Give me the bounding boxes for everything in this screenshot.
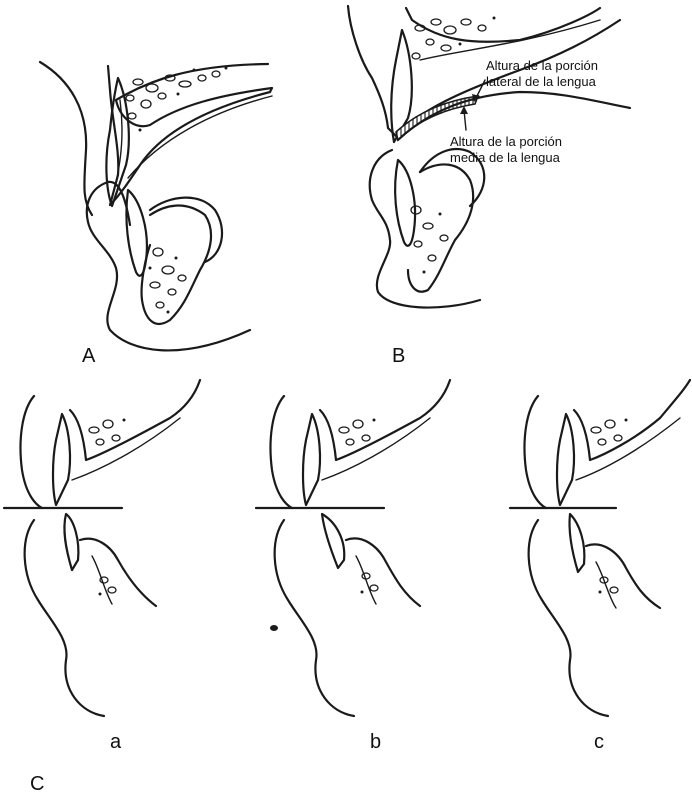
panel-a-upper-lip	[40, 62, 92, 215]
panel-c-b-ink-blot	[270, 625, 278, 631]
panel-c-a-lower-incisor	[64, 514, 78, 570]
panel-b-annotation-lateral-2: lateral de la lengua	[486, 74, 597, 89]
panel-b-tongue-dorsum	[398, 92, 630, 140]
panel-c-b-drawing	[256, 380, 450, 716]
panel-a-label: A	[82, 345, 96, 367]
panel-a-palate-line	[128, 96, 272, 178]
panel-a-lower-incisor	[126, 190, 146, 276]
panel-b-annotation-media-2: media de la lengua	[450, 150, 561, 165]
panel-c-c-drawing	[510, 380, 690, 716]
panel-c-a-mandible	[80, 539, 156, 606]
panel-c-sub-b-label: b	[370, 731, 381, 753]
panel-c-sub-a-label: a	[110, 731, 122, 753]
panel-a-lower-bone-texture	[149, 248, 187, 314]
panel-b-annotation-media-1: Altura de la porción	[450, 134, 562, 149]
panel-a-lower-alveolus	[142, 206, 211, 324]
panel-b-lower-alveolus	[408, 164, 473, 291]
panel-b-lateral-arrow	[476, 80, 485, 98]
panel-b-label: B	[392, 345, 405, 367]
panel-b-lower-incisor	[395, 160, 415, 246]
panel-c-b-bone-texture	[339, 419, 378, 594]
panel-c-a-maxilla	[70, 380, 200, 460]
panel-b-annotation-lateral-1: Altura de la porción	[486, 58, 598, 73]
panel-a-drawing	[40, 62, 272, 350]
panel-c-label: C	[30, 773, 44, 795]
panel-c-a-upper-incisor	[53, 414, 70, 505]
panel-c-a-lower-lip	[25, 520, 104, 716]
panel-c-sub-c-label: c	[594, 731, 604, 753]
panel-c-a-drawing	[4, 380, 200, 716]
panel-c-a-upper-lip	[21, 396, 43, 508]
